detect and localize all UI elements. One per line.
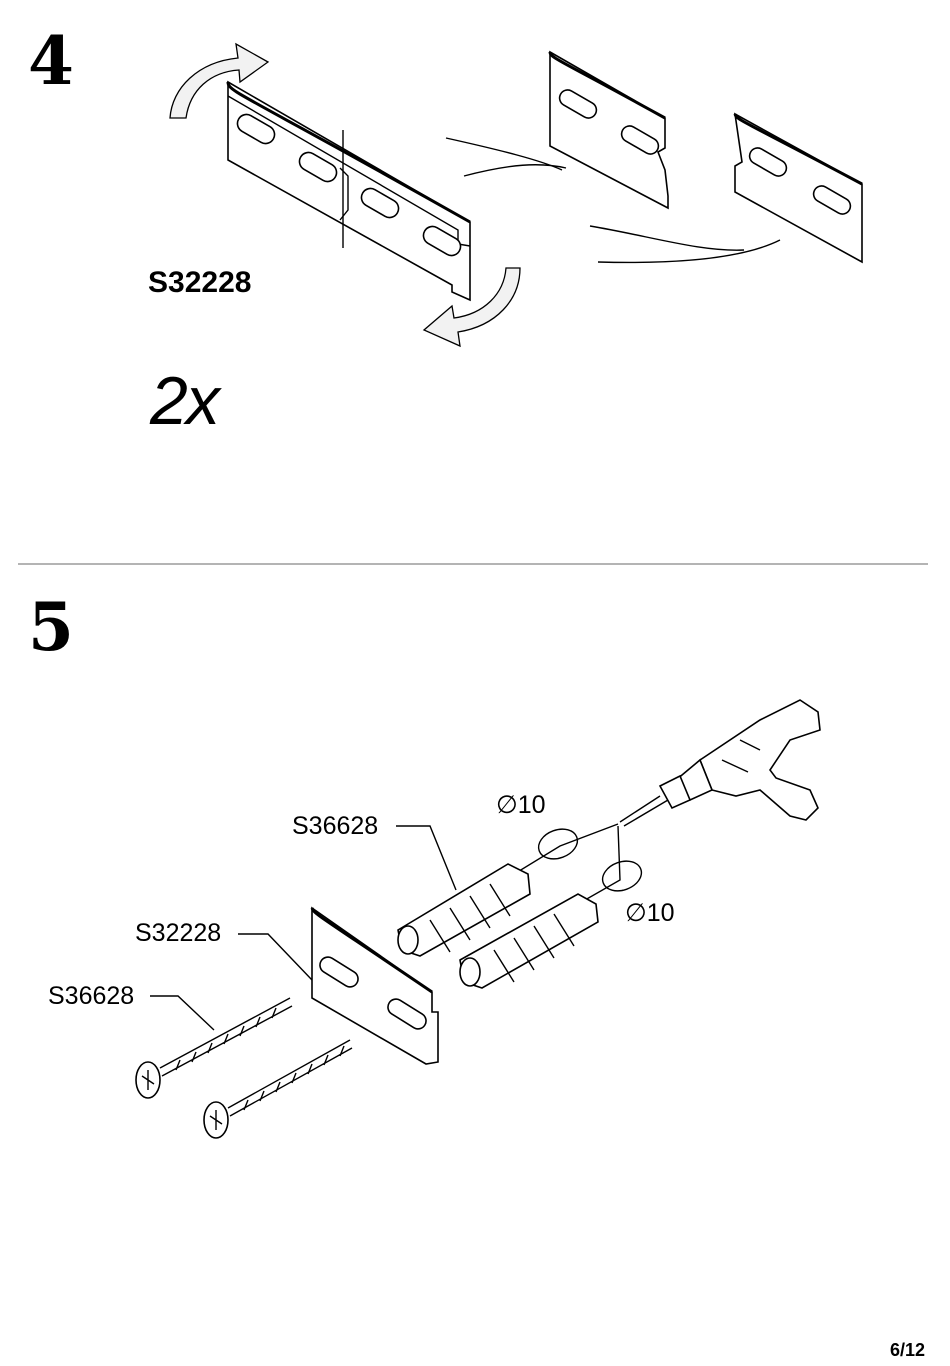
page-number: 6/12 <box>890 1340 925 1361</box>
screw-bottom-icon <box>204 1040 352 1138</box>
screw-top-icon <box>136 998 292 1098</box>
drill-diameter-label-top: ∅10 <box>496 790 546 820</box>
step-5-screw-label: S36628 <box>48 982 134 1011</box>
diameter-symbol-icon: ∅ <box>625 899 647 927</box>
step-5-bracket-label: S32228 <box>135 919 221 948</box>
drill-diameter-value: 10 <box>647 899 675 927</box>
drill-diameter-value: 10 <box>518 791 546 819</box>
drill-hole-bottom <box>598 856 645 896</box>
drill-diameter-label-bottom: ∅10 <box>625 898 675 928</box>
drill-icon <box>620 700 820 826</box>
diameter-symbol-icon: ∅ <box>496 791 518 819</box>
step-5-dowel-label: S36628 <box>292 812 378 841</box>
